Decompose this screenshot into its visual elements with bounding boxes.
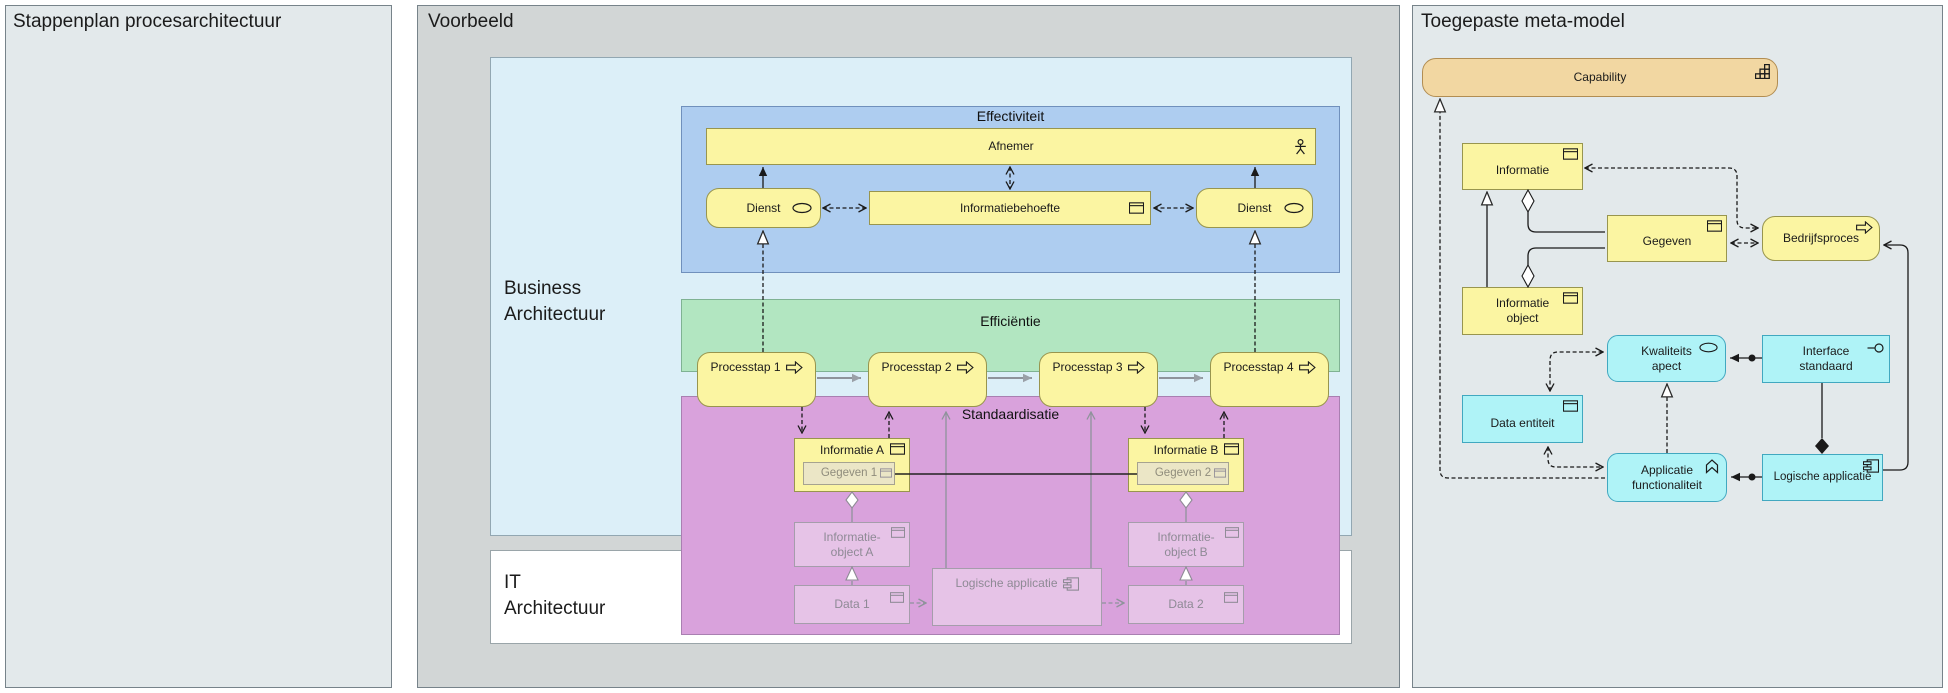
business-object-icon bbox=[1225, 527, 1239, 538]
element-dienst-rechts[interactable]: Dienst bbox=[1196, 188, 1313, 228]
element-gegeven-2[interactable]: Gegeven 2 bbox=[1137, 462, 1229, 485]
element-data-2[interactable]: Data 2 bbox=[1128, 585, 1244, 624]
group-effectiviteit-label: Effectiviteit bbox=[976, 108, 1045, 124]
business-process-icon bbox=[1127, 361, 1145, 374]
business-object-icon bbox=[1563, 148, 1578, 160]
business-object-icon bbox=[1707, 220, 1722, 232]
business-process-icon bbox=[785, 361, 803, 374]
application-component-icon bbox=[1062, 576, 1079, 591]
data-object-icon bbox=[1224, 592, 1238, 603]
element-capability[interactable]: Capability bbox=[1422, 58, 1778, 97]
application-interface-icon bbox=[1867, 343, 1884, 353]
group-efficientie-label: Efficiëntie bbox=[980, 313, 1041, 329]
element-informatie-object[interactable]: Informatie object bbox=[1462, 287, 1583, 335]
business-object-icon bbox=[1129, 202, 1144, 214]
business-process-icon bbox=[956, 361, 974, 374]
data-object-icon bbox=[880, 468, 892, 478]
capability-icon bbox=[1755, 64, 1770, 79]
element-processtap-1[interactable]: Processtap 1 bbox=[697, 352, 816, 407]
element-logische-applicatie-voorbeeld[interactable]: Logische applicatie bbox=[932, 568, 1102, 626]
application-function-icon bbox=[1705, 459, 1719, 474]
element-informatie-object-b[interactable]: Informatie- object B bbox=[1128, 522, 1244, 567]
data-object-icon bbox=[1214, 468, 1226, 478]
element-processtap-3[interactable]: Processtap 3 bbox=[1039, 352, 1158, 407]
application-component-icon bbox=[1863, 459, 1879, 473]
business-object-icon bbox=[891, 527, 905, 538]
application-service-icon bbox=[1699, 342, 1718, 353]
element-data-1[interactable]: Data 1 bbox=[794, 585, 910, 624]
element-afnemer[interactable]: Afnemer bbox=[706, 128, 1316, 165]
group-standaardisatie-label: Standaardisatie bbox=[961, 406, 1060, 422]
panel-stappenplan[interactable]: Stappenplan procesarchitectuur bbox=[5, 5, 392, 688]
element-gegeven-1[interactable]: Gegeven 1 bbox=[803, 462, 895, 485]
business-object-icon bbox=[890, 443, 905, 455]
element-processtap-2[interactable]: Processtap 2 bbox=[868, 352, 987, 407]
business-service-icon bbox=[792, 202, 812, 214]
element-interface-standaard[interactable]: Interface standaard bbox=[1762, 335, 1890, 383]
data-object-icon bbox=[1563, 400, 1578, 412]
business-service-icon bbox=[1284, 202, 1304, 214]
element-bedrijfsproces[interactable]: Bedrijfsproces bbox=[1762, 216, 1880, 261]
element-informatie[interactable]: Informatie bbox=[1462, 143, 1583, 190]
container-business-architectuur-label: Business Architectuur bbox=[504, 278, 606, 325]
container-it-architectuur-label: IT Architectuur bbox=[504, 572, 606, 619]
business-object-icon bbox=[1224, 443, 1239, 455]
element-applicatie-functionaliteit[interactable]: Applicatie functionaliteit bbox=[1607, 453, 1727, 502]
panel-voorbeeld-title: Voorbeeld bbox=[428, 11, 514, 32]
element-logische-applicatie[interactable]: Logische applicatie bbox=[1762, 454, 1883, 501]
element-informatie-object-a[interactable]: Informatie- object A bbox=[794, 522, 910, 567]
business-object-icon bbox=[1563, 292, 1578, 304]
element-data-entiteit[interactable]: Data entiteit bbox=[1462, 395, 1583, 443]
element-kwaliteits-aspect[interactable]: Kwaliteits apect bbox=[1607, 335, 1726, 382]
business-process-icon bbox=[1298, 361, 1316, 374]
element-dienst-links[interactable]: Dienst bbox=[706, 188, 821, 228]
data-object-icon bbox=[890, 592, 904, 603]
element-processtap-4[interactable]: Processtap 4 bbox=[1210, 352, 1329, 407]
panel-stappenplan-title: Stappenplan procesarchitectuur bbox=[13, 11, 282, 32]
business-actor-icon bbox=[1295, 138, 1306, 154]
business-process-icon bbox=[1856, 221, 1873, 234]
element-informatiebehoefte[interactable]: Informatiebehoefte bbox=[869, 191, 1151, 225]
panel-metamodel-title: Toegepaste meta-model bbox=[1421, 11, 1625, 32]
element-gegeven[interactable]: Gegeven bbox=[1607, 215, 1727, 262]
